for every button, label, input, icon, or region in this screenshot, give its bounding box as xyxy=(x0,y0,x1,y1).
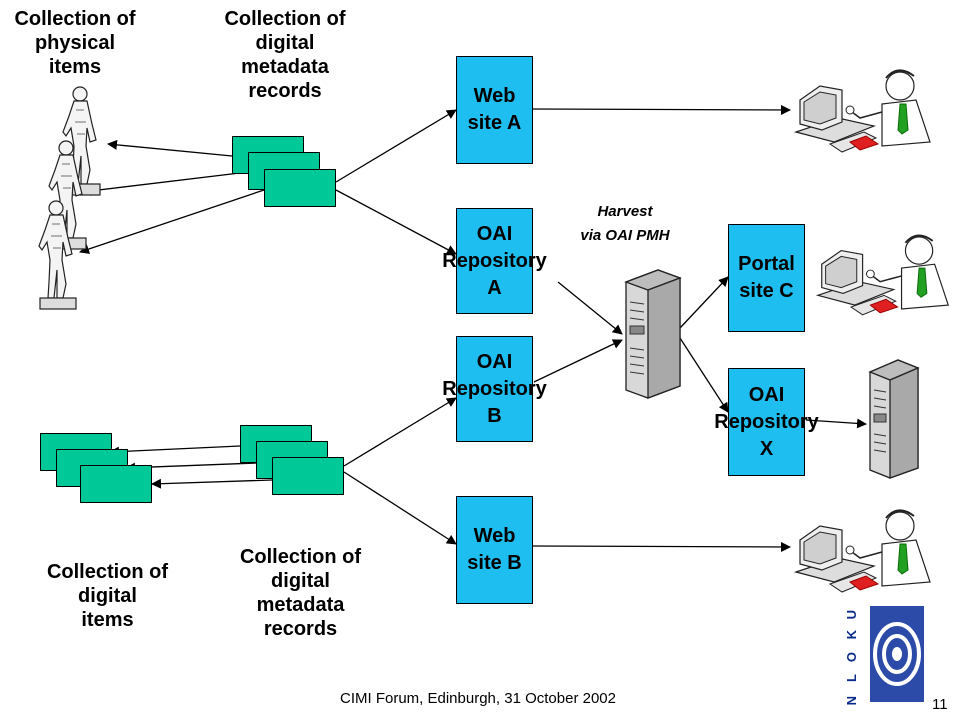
svg-text:L: L xyxy=(844,674,859,682)
web-site-b-box: Web site B xyxy=(456,496,533,604)
harvester-server-icon xyxy=(624,269,682,399)
arrow-oai-a-to-server xyxy=(557,281,623,335)
digital-metadata-bottom-label: Collection of digital metadata records xyxy=(239,546,362,640)
oai-repository-b-box: OAI Repository B xyxy=(442,336,547,442)
metadata-record-bottom-3 xyxy=(272,457,344,495)
arrow-oai-x-to-server xyxy=(805,418,867,429)
digital-item-3 xyxy=(80,465,152,503)
statue-icon-3 xyxy=(38,200,77,310)
arrow-records-to-statue-1 xyxy=(107,139,233,157)
arrow-web-b-to-user xyxy=(531,541,791,552)
arrow-server-to-oai-x xyxy=(679,337,729,413)
arrow-records-to-oai-b xyxy=(343,397,457,467)
metadata-record-top-3 xyxy=(264,169,336,207)
svg-text:N: N xyxy=(844,696,859,705)
footer-text: CIMI Forum, Edinburgh, 31 October 2002 xyxy=(340,690,616,707)
digital-items-label: Collection of digital items xyxy=(46,561,169,631)
arrow-server-to-portal xyxy=(679,276,729,329)
repository-server-icon xyxy=(868,359,920,479)
ukoln-logo: U K O L N xyxy=(844,606,924,705)
oai-repository-a-box: OAI Repository A xyxy=(442,208,547,314)
arrow-records-to-digital-3 xyxy=(151,478,273,489)
arrow-records-to-web-b xyxy=(343,471,457,545)
svg-text:U: U xyxy=(844,610,859,619)
oai-repository-x-box: OAI Repository X xyxy=(714,368,819,476)
portal-site-c-box: Portal site C xyxy=(728,224,805,332)
arrow-records-to-oai-a xyxy=(335,189,457,255)
arrow-records-to-statue-2 xyxy=(81,171,249,196)
arrow-web-a-to-user xyxy=(531,104,791,115)
digital-metadata-top-label: Collection of digital metadata records xyxy=(224,8,346,102)
physical-items-label: Collection of physical items xyxy=(14,8,136,78)
arrow-records-to-digital-1 xyxy=(109,445,241,457)
arrow-records-to-web-a xyxy=(335,109,457,183)
user-at-computer-icon-2 xyxy=(815,234,950,316)
user-at-computer-icon-3 xyxy=(793,509,931,593)
user-at-computer-icon-1 xyxy=(793,69,931,153)
harvest-label: Harvest via OAI PMH xyxy=(580,203,670,244)
web-site-a-box: Web site A xyxy=(456,56,533,164)
page-number: 11 xyxy=(932,696,948,713)
arrow-oai-b-to-server xyxy=(533,339,623,383)
statue-icon-1 xyxy=(62,86,101,196)
arrow-records-to-statue-3 xyxy=(79,189,265,254)
svg-text:O: O xyxy=(844,652,859,662)
svg-text:K: K xyxy=(844,629,859,639)
